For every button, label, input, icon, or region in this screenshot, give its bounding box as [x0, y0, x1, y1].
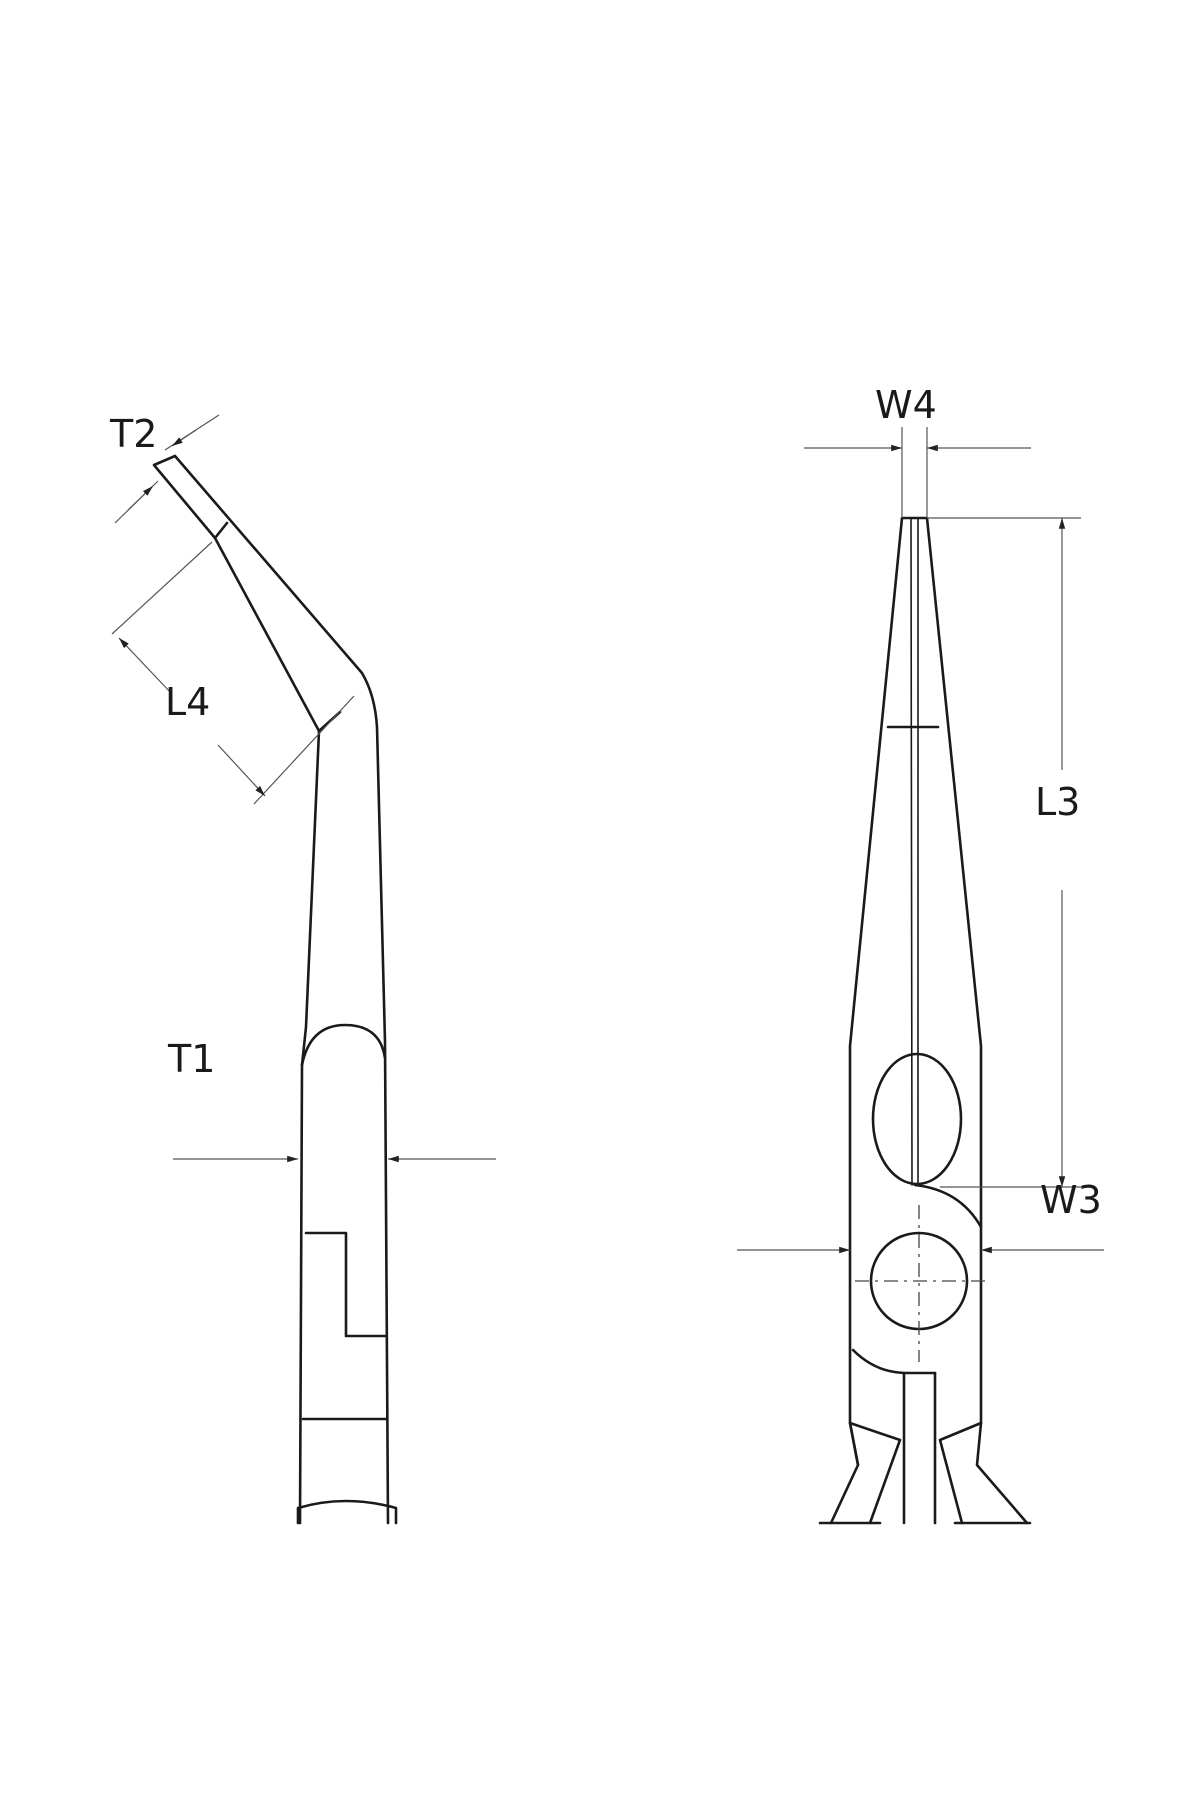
jaw-inner-lines — [910, 517, 919, 1186]
lower-joint-curve — [851, 1348, 937, 1375]
jaw-oval — [871, 1052, 963, 1186]
handle-grip-curve — [296, 1499, 398, 1525]
tip-segment-line — [213, 521, 229, 540]
w3-label: W3 — [1040, 1178, 1102, 1222]
handle-slot — [902, 1371, 937, 1525]
l3-extension-lines — [927, 517, 1081, 1188]
l3-label: L3 — [1035, 780, 1080, 824]
l4-extension-lines — [111, 541, 355, 805]
t2-label: T2 — [109, 412, 157, 456]
side-view-pliers: T2 L4 T1 — [109, 412, 496, 1525]
side-view-outline — [152, 454, 390, 1525]
handle-right-shape — [938, 1421, 983, 1525]
pivot-centerlines — [855, 1205, 985, 1362]
front-view-pliers: W4 L3 W3 — [737, 383, 1104, 1525]
t1-label: T1 — [167, 1037, 215, 1081]
w4-extension-lines — [901, 427, 928, 518]
l4-label: L4 — [165, 680, 210, 724]
joint-arch — [300, 1023, 387, 1067]
handle-left-shape — [848, 1421, 902, 1525]
cutter-hook-curve — [913, 1183, 983, 1229]
joint-step — [304, 1231, 387, 1338]
w4-label: W4 — [875, 383, 937, 427]
